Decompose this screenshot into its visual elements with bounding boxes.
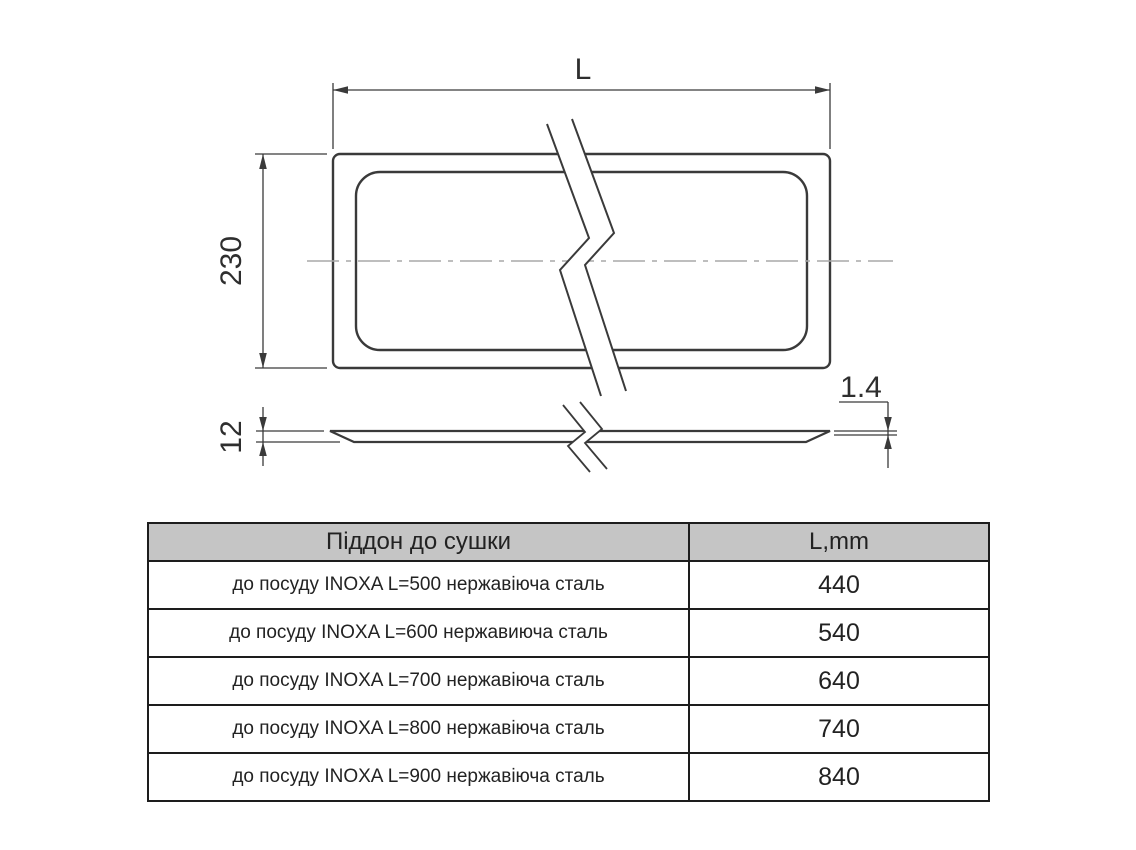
product-name-cell: до посуду INOXA L=500 нержавіюча сталь [147, 560, 690, 610]
table-row: до посуду INOXA L=900 нержавіюча сталь 8… [147, 752, 990, 802]
arrowhead-up [259, 154, 267, 169]
dimension-thickness: 1.4 [834, 371, 897, 468]
length-value-cell: 440 [688, 560, 990, 610]
table-header-row: Піддон до сушки L,mm [147, 522, 990, 562]
table-row: до посуду INOXA L=800 нержавіюча сталь 7… [147, 704, 990, 754]
product-name-cell: до посуду INOXA L=700 нержавіюча сталь [147, 656, 690, 706]
arrowhead-up [884, 435, 892, 449]
product-name-cell: до посуду INOXA L=600 нержавиюча сталь [147, 608, 690, 658]
arrowhead-left [333, 86, 348, 94]
break-line [571, 118, 627, 392]
break-mask [547, 119, 626, 396]
break-line [562, 404, 591, 473]
dim-label-length: L [575, 53, 592, 86]
product-name-cell: до посуду INOXA L=800 нержавіюча сталь [147, 704, 690, 754]
arrowhead-down [259, 353, 267, 368]
arrowhead-up [259, 442, 267, 456]
table-row: до посуду INOXA L=600 нержавиюча сталь 5… [147, 608, 990, 658]
table-header-length: L,mm [688, 522, 990, 562]
dimension-profile-height: 12 [215, 407, 340, 466]
break-line [579, 401, 608, 470]
table-row: до посуду INOXA L=500 нержавіюча сталь 4… [147, 560, 990, 610]
arrowhead-down [884, 417, 892, 431]
dim-label-thickness: 1.4 [840, 371, 882, 404]
length-value-cell: 540 [688, 608, 990, 658]
table-header-product: Піддон до сушки [147, 522, 690, 562]
length-value-cell: 640 [688, 656, 990, 706]
dim-label-profile-height: 12 [215, 420, 248, 453]
technical-drawing: L 230 12 [215, 53, 897, 473]
size-table: Піддон до сушки L,mm до посуду INOXA L=5… [147, 522, 990, 802]
break-mask [563, 402, 607, 472]
dimension-length: L [332, 53, 831, 149]
length-value-cell: 840 [688, 752, 990, 802]
length-value-cell: 740 [688, 704, 990, 754]
dim-label-depth: 230 [215, 236, 248, 286]
arrowhead-right [815, 86, 830, 94]
product-name-cell: до посуду INOXA L=900 нержавіюча сталь [147, 752, 690, 802]
break-lines-side [562, 401, 608, 473]
table-row: до посуду INOXA L=700 нержавіюча сталь 6… [147, 656, 990, 706]
break-line [546, 123, 602, 397]
arrowhead-down [259, 417, 267, 431]
break-lines-top [546, 118, 627, 397]
dimension-depth: 230 [215, 153, 327, 369]
